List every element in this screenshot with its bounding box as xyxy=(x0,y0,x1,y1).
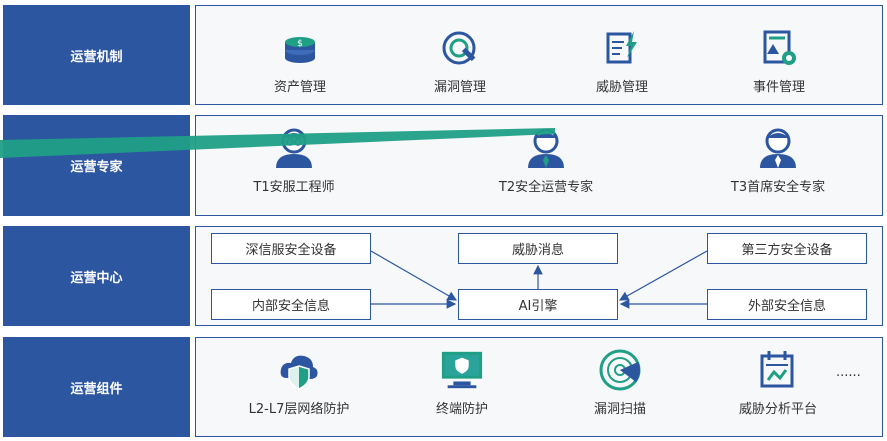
person-icon xyxy=(756,126,800,170)
threat-management[interactable]: 威胁管理 xyxy=(592,26,652,95)
cloud-shield-icon xyxy=(277,348,321,392)
box-sangfor-devices[interactable]: 深信服安全设备 xyxy=(211,233,371,264)
radar-scan-icon xyxy=(598,348,642,392)
expert-t2[interactable]: T2安全运营专家 xyxy=(499,126,593,195)
vulnerability-management[interactable]: 漏洞管理 xyxy=(430,26,490,95)
components-panel: L2-L7层网络防护 终端防护 漏洞扫描 xyxy=(195,337,883,437)
asset-management[interactable]: $ 资产管理 xyxy=(270,26,330,95)
box-threat-message[interactable]: 威胁消息 xyxy=(458,233,618,264)
green-streak-decoration xyxy=(0,128,555,158)
box-third-party-devices[interactable]: 第三方安全设备 xyxy=(707,233,867,264)
person-tie-icon xyxy=(524,126,568,170)
box-external-info[interactable]: 外部安全信息 xyxy=(707,289,867,320)
endpoint-protection[interactable]: 终端防护 xyxy=(422,348,502,417)
event-management[interactable]: 事件管理 xyxy=(749,26,809,95)
row-label-components: 运营组件 xyxy=(3,337,190,437)
mechanism-panel: $ 资产管理 漏洞管理 威胁管理 xyxy=(195,5,883,105)
bug-wrench-icon xyxy=(438,26,482,70)
arrow-sangfor-to-ai xyxy=(370,250,458,301)
clipboard-lightning-icon xyxy=(600,26,644,70)
row-label-center: 运营中心 xyxy=(3,226,190,326)
arrow-thirdparty-to-ai xyxy=(618,250,708,301)
box-internal-info[interactable]: 内部安全信息 xyxy=(211,289,371,320)
experts-panel: T1安服工程师 T2安全运营专家 T3首席安全专家 xyxy=(195,115,883,216)
network-protection[interactable]: L2-L7层网络防护 xyxy=(244,348,354,417)
coin-stack-icon: $ xyxy=(278,26,322,70)
svg-text:$: $ xyxy=(297,39,303,49)
more-ellipsis: ...... xyxy=(836,365,861,380)
row-label-mechanism: 运营机制 xyxy=(3,5,190,105)
threat-analysis-platform[interactable]: 威胁分析平台 xyxy=(730,348,826,417)
calendar-chart-icon xyxy=(756,348,800,392)
expert-t3[interactable]: T3首席安全专家 xyxy=(731,126,825,195)
row-label-experts: 运营专家 xyxy=(3,115,190,216)
monitor-shield-icon xyxy=(440,348,484,392)
box-ai-engine[interactable]: AI引擎 xyxy=(458,289,618,320)
document-alert-gear-icon xyxy=(757,26,801,70)
vulnerability-scan[interactable]: 漏洞扫描 xyxy=(590,348,650,417)
